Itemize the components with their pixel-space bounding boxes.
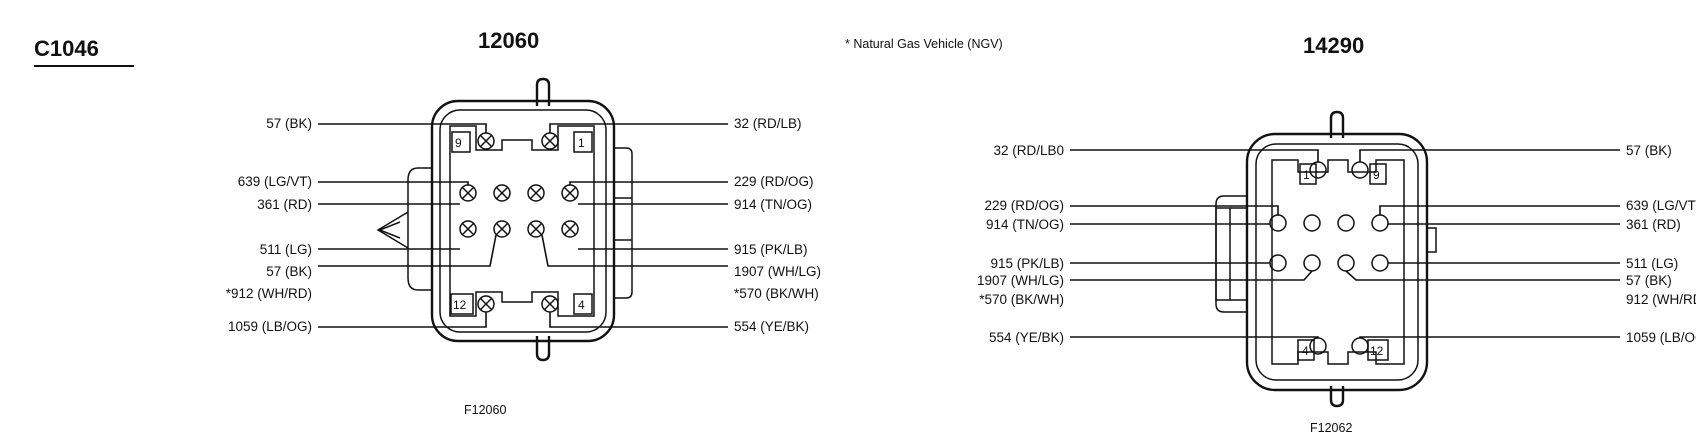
right-connector-drawing (1215, 110, 1437, 408)
left-terminal (561, 184, 579, 202)
left-wire-label: 57 (BK) (266, 264, 312, 279)
right-wire-label: 1907 (WH/LG) (977, 273, 1064, 288)
right-terminal (1351, 161, 1369, 179)
right-terminal (1371, 214, 1389, 232)
left-pin-9: 9 (455, 136, 462, 150)
left-wire-label: 639 (LG/VT) (238, 174, 312, 189)
left-wire-label-ngv: *570 (BK/WH) (734, 286, 819, 301)
left-pin-4: 4 (578, 298, 585, 312)
left-terminal (527, 184, 545, 202)
left-terminal-group (459, 132, 579, 313)
left-wire-label: 361 (RD) (257, 197, 312, 212)
right-wire-label: 1059 (LB/OG) (1626, 330, 1696, 345)
left-terminal (541, 132, 559, 150)
right-terminal (1309, 161, 1327, 179)
right-connector-title: 14290 (1303, 33, 1364, 58)
left-pin-1: 1 (578, 136, 585, 150)
right-wire-label-ngv: *570 (BK/WH) (979, 292, 1064, 307)
left-terminal (493, 184, 511, 202)
right-pin-9: 9 (1373, 168, 1380, 182)
left-connector-drawing (376, 77, 633, 362)
right-wire-label: 511 (LG) (1626, 256, 1678, 271)
right-wire-label: 914 (TN/OG) (986, 217, 1064, 232)
left-wire-label: 554 (YE/BK) (734, 319, 809, 334)
right-wire-label: 361 (RD) (1626, 217, 1681, 232)
left-figure-number: F12060 (464, 403, 506, 417)
right-terminal (1303, 254, 1321, 272)
left-terminal (561, 220, 579, 238)
right-terminal (1337, 254, 1355, 272)
left-terminal (459, 184, 477, 202)
left-wire-label: 915 (PK/LB) (734, 242, 808, 257)
right-wire-label: 912 (WH/RD) (1626, 292, 1696, 307)
right-pin-1: 1 (1303, 168, 1310, 182)
left-terminal (477, 132, 495, 150)
left-wire-label: 57 (BK) (266, 116, 312, 131)
right-wire-label: 915 (PK/LB) (990, 256, 1064, 271)
right-wire-label: 229 (RD/OG) (984, 198, 1064, 213)
left-wire-label: 914 (TN/OG) (734, 197, 812, 212)
right-terminal (1337, 214, 1355, 232)
left-terminal (493, 220, 511, 238)
right-terminal (1371, 254, 1389, 272)
left-connector-leader-lines (318, 123, 728, 328)
right-terminal-group (1269, 161, 1389, 355)
left-pin-12: 12 (453, 298, 467, 312)
right-wire-label: 639 (LG/VT) (1626, 198, 1696, 213)
left-wire-label: 229 (RD/OG) (734, 174, 814, 189)
left-terminal (477, 295, 495, 313)
left-terminal (541, 295, 559, 313)
connector-id: C1046 (34, 36, 99, 61)
left-wire-label: 1059 (LB/OG) (228, 319, 312, 334)
right-pin-4: 4 (1302, 344, 1309, 358)
right-wire-label: 57 (BK) (1626, 143, 1672, 158)
right-figure-number: F12062 (1310, 421, 1352, 435)
left-wire-label: 511 (LG) (260, 242, 312, 257)
left-terminal (527, 220, 545, 238)
right-pin-12: 12 (1370, 344, 1384, 358)
right-wire-label: 57 (BK) (1626, 273, 1672, 288)
left-connector-title: 12060 (478, 28, 539, 53)
right-terminal (1303, 214, 1321, 232)
right-wire-label: 32 (RD/LB0 (993, 143, 1064, 158)
left-wire-label-ngv: *912 (WH/RD) (226, 286, 312, 301)
left-wire-label: 1907 (WH/LG) (734, 264, 821, 279)
right-wire-label: 554 (YE/BK) (989, 330, 1064, 345)
left-wire-label: 32 (RD/LB) (734, 116, 802, 131)
right-connector-leader-lines (1070, 149, 1620, 338)
left-terminal (459, 220, 477, 238)
ngv-note: * Natural Gas Vehicle (NGV) (845, 37, 1003, 51)
